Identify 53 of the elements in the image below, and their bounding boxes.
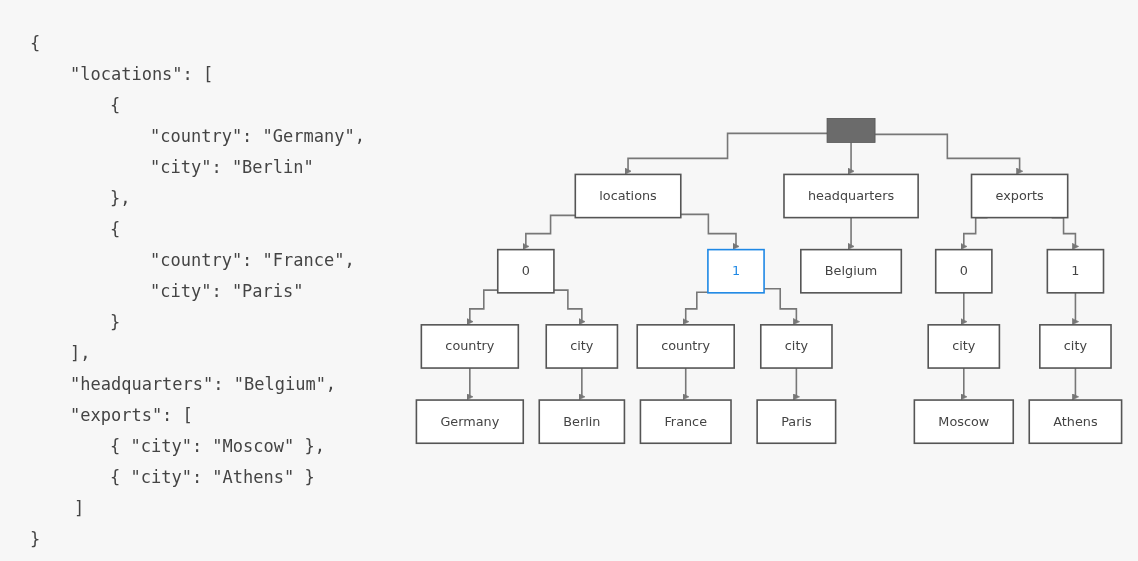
node-box: Moscow — [913, 398, 1015, 444]
node-box: Athens — [1028, 398, 1123, 444]
node-box: country — [636, 323, 735, 369]
node-box: city — [1039, 323, 1112, 369]
code-line: { — [30, 32, 42, 55]
node-box: city — [760, 323, 833, 369]
arrow — [960, 366, 968, 401]
code-line: "country": "Germany", — [149, 125, 366, 148]
code-line: } — [30, 528, 42, 551]
code-line: { — [109, 94, 122, 117]
arrow — [682, 366, 690, 401]
arrow — [466, 366, 474, 401]
node-box: 1 — [707, 248, 765, 294]
node-box: exports — [970, 173, 1069, 219]
arrow — [874, 133, 1024, 175]
code-line: ] — [73, 497, 86, 520]
node-box: country — [420, 323, 520, 369]
arrow — [680, 213, 740, 250]
node-box: France — [639, 398, 732, 444]
code-line: ], — [69, 342, 92, 365]
node-box: Berlin — [538, 398, 626, 444]
node-box: locations — [574, 173, 682, 219]
arrow — [682, 291, 709, 325]
node-box: Paris — [756, 398, 837, 444]
code-line: { "city": "Athens" } — [109, 466, 316, 489]
code-line: } — [109, 311, 122, 334]
code-line: "headquarters": "Belgium", — [69, 373, 338, 396]
node-box: 0 — [934, 248, 993, 294]
code-line: "city": "Paris" — [149, 280, 305, 303]
node-box: 1 — [1046, 248, 1105, 294]
code-line: }, — [109, 187, 132, 210]
arrow — [578, 366, 586, 401]
code-line: "city": "Berlin" — [149, 156, 315, 179]
code-line: { — [109, 218, 122, 241]
arrow — [960, 291, 968, 325]
arrow — [847, 141, 855, 175]
arrow — [553, 288, 586, 325]
arrow — [1071, 366, 1079, 401]
code-line: { "city": "Moscow" }, — [109, 435, 326, 458]
node-box: Germany — [415, 398, 525, 444]
code-line: "exports": [ — [69, 404, 194, 427]
arrow — [1071, 291, 1079, 325]
node-box: city — [927, 323, 1001, 369]
arrow — [624, 132, 828, 175]
node-box: 0 — [496, 248, 555, 294]
code-line: "locations": [ — [69, 63, 215, 86]
node-box: city — [545, 323, 619, 369]
arrow — [847, 216, 855, 250]
node-box: Belgium — [800, 248, 903, 294]
node-box: headquarters — [783, 173, 919, 219]
arrow — [792, 366, 800, 401]
code-line: "country": "France", — [149, 249, 356, 272]
node-box — [826, 117, 876, 143]
